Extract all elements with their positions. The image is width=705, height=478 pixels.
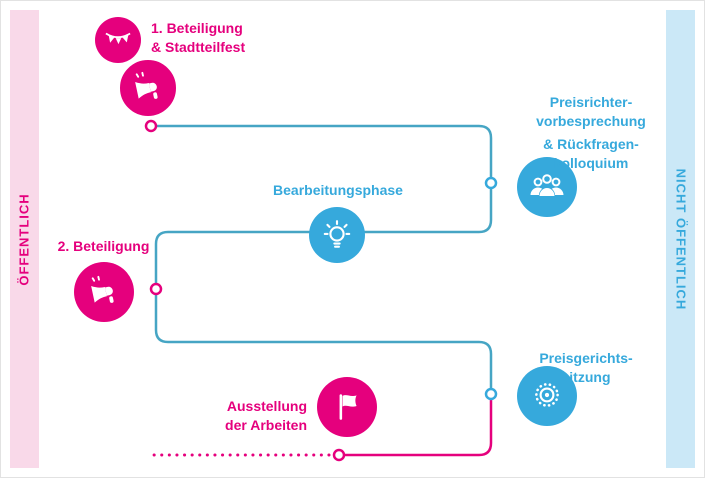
connector-1	[151, 124, 493, 183]
jury-pre-meeting-line3: & Rückfragen-	[543, 136, 639, 152]
participation2-label: 2. Beteiligung	[57, 238, 150, 254]
festival-bubble	[95, 17, 141, 63]
participation1-bubble	[117, 57, 179, 119]
jury-pre-meeting-line2: vorbesprechung	[536, 113, 646, 129]
bunting-icon	[105, 32, 131, 45]
lightbulb-icon	[323, 220, 351, 248]
exhibition-line1: Ausstellung	[226, 398, 307, 414]
connector-4	[341, 394, 493, 457]
award-rosette-icon	[535, 383, 559, 407]
participation1-line2: & Stadtteilfest	[151, 39, 246, 55]
connector-node	[332, 448, 346, 462]
exhibition-line2: der Arbeiten	[225, 417, 307, 433]
connector-node	[484, 176, 498, 190]
working-phase-label: Bearbeitungsphase	[273, 182, 403, 198]
connector-node	[484, 387, 498, 401]
connector-node	[149, 282, 163, 296]
flag-icon	[339, 394, 357, 420]
lane-public: ÖFFENTLICH	[10, 10, 39, 468]
jury-pre-meeting-line4: kolloquium	[553, 155, 629, 171]
lane-not-public: NICHT ÖFFENTLICH	[666, 10, 695, 468]
jury-session-bubble	[517, 366, 577, 426]
jury-session-line1: Preisgerichts-	[539, 350, 633, 366]
participation1-line1: 1. Beteiligung	[151, 20, 243, 36]
jury-pre-meeting-label: Preisrichter- vorbesprechung & Rückfrage…	[511, 93, 671, 173]
working-phase-bubble	[309, 207, 365, 263]
megaphone-icon	[91, 275, 114, 303]
participation1-label: 1. Beteiligung & Stadtteilfest	[151, 19, 291, 57]
connector-node	[144, 119, 158, 133]
participation2-bubble	[74, 262, 134, 322]
jury-pre-meeting-bubble	[517, 157, 577, 217]
exhibition-bubble	[317, 377, 377, 437]
jury-pre-meeting-line1: Preisrichter-	[549, 94, 633, 110]
jury-session-line2: sitzung	[561, 369, 611, 385]
connector-3	[154, 289, 493, 394]
exhibition-label: Ausstellung der Arbeiten	[181, 397, 307, 435]
people-icon	[530, 174, 564, 196]
jury-session-label: Preisgerichts- sitzung	[511, 349, 661, 387]
megaphone-icon	[135, 71, 158, 99]
